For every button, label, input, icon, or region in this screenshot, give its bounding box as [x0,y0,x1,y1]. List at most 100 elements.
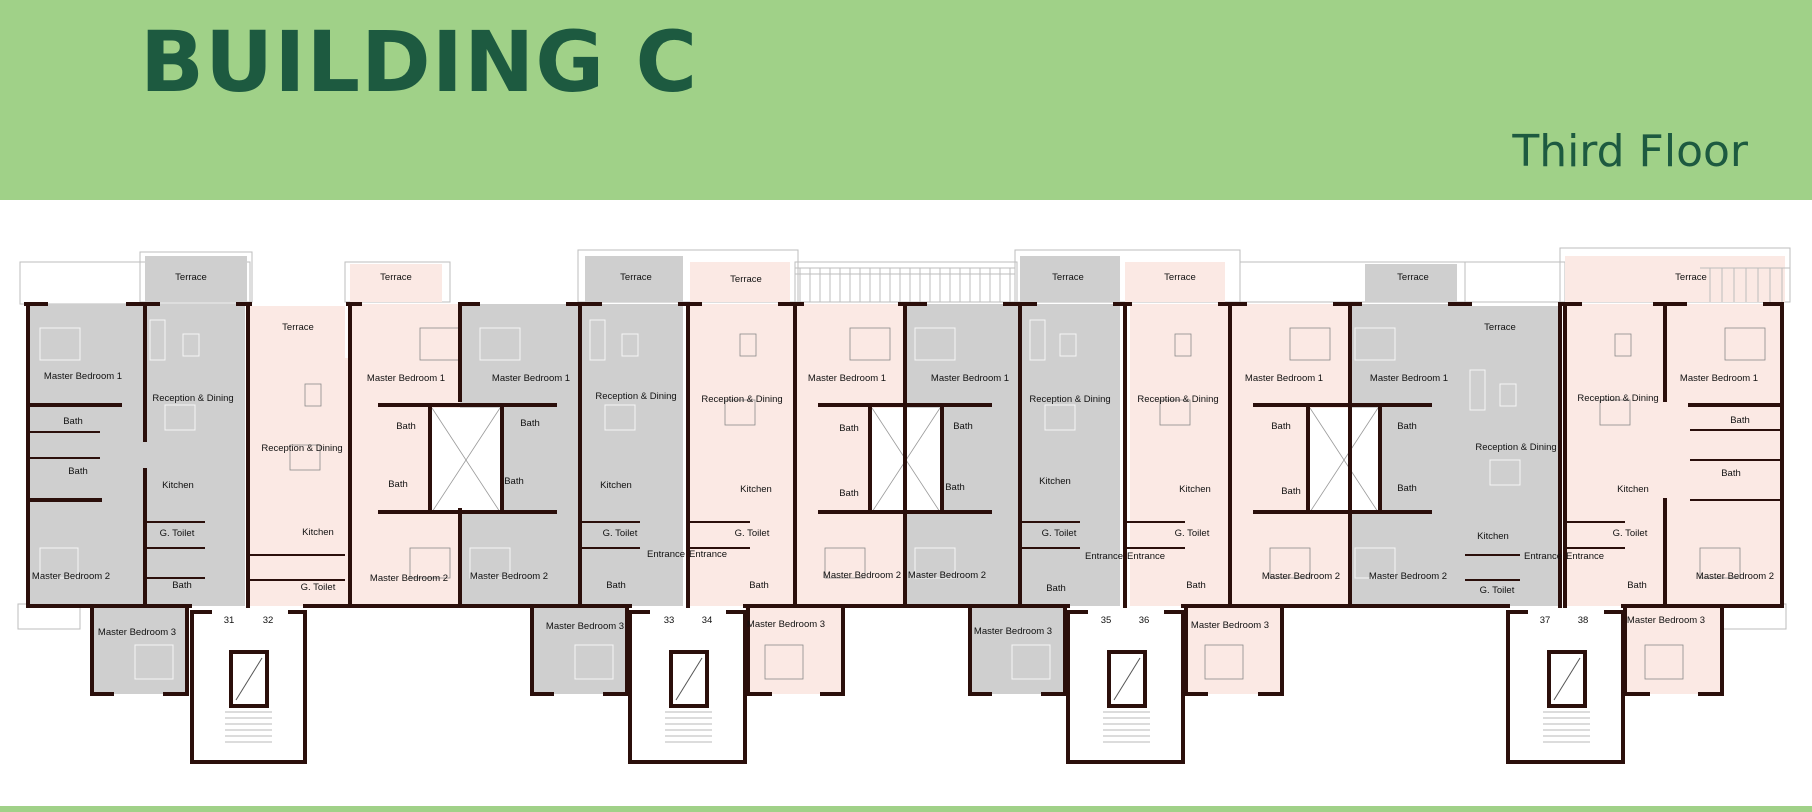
label-entrance: Entrance [1127,551,1165,562]
unit-35-living [1020,304,1120,606]
label-master-bedroom-1: Master Bedroom 1 [931,373,1009,384]
unit-number-36: 36 [1139,615,1150,626]
label-bath: Bath [953,421,973,432]
label-terrace: Terrace [380,272,412,283]
room-labels: Terrace Terrace Terrace Terrace Terrace … [32,272,1774,638]
label-terrace: Terrace [175,272,207,283]
stair-treads [225,711,1590,743]
unit-number-38: 38 [1578,615,1589,626]
label-terrace: Terrace [1164,272,1196,283]
label-master-bedroom-2: Master Bedroom 2 [32,571,110,582]
unit-31-bedrooms [28,304,145,606]
label-g-toilet: G. Toilet [1480,585,1515,596]
unit-32-living [250,358,350,606]
label-bath: Bath [388,479,408,490]
label-bath: Bath [68,466,88,477]
label-terrace: Terrace [1484,322,1516,333]
unit-37-living [1465,358,1560,606]
label-terrace: Terrace [1397,272,1429,283]
unit-36-living [1130,304,1230,606]
label-kitchen: Kitchen [162,480,194,491]
label-entrance: Entrance [1085,551,1123,562]
unit-number-34: 34 [702,615,713,626]
label-bath: Bath [396,421,416,432]
terrace-slab [145,256,247,302]
thin-partitions [28,429,1780,581]
label-master-bedroom-1: Master Bedroom 1 [44,371,122,382]
label-master-bedroom-2: Master Bedroom 2 [908,570,986,581]
unit-number-37: 37 [1540,615,1551,626]
unit-number-32: 32 [263,615,274,626]
label-entrance: Entrance [689,549,727,560]
label-kitchen: Kitchen [1617,484,1649,495]
label-bath: Bath [1730,415,1750,426]
label-master-bedroom-2: Master Bedroom 2 [823,570,901,581]
label-master-bedroom-1: Master Bedroom 1 [1245,373,1323,384]
label-master-bedroom-3: Master Bedroom 3 [1191,620,1269,631]
void-crosses [431,407,1379,513]
label-g-toilet: G. Toilet [735,528,770,539]
label-kitchen: Kitchen [600,480,632,491]
label-reception-dining: Reception & Dining [261,443,342,454]
stair-core-1 [190,612,305,762]
floor-plan: Terrace Terrace Terrace Terrace Terrace … [17,247,1791,764]
label-bath: Bath [749,580,769,591]
label-reception-dining: Reception & Dining [152,393,233,404]
label-bath: Bath [520,418,540,429]
label-master-bedroom-2: Master Bedroom 2 [1369,571,1447,582]
terrace-slab [1565,256,1785,302]
unit-33-living [580,304,683,606]
label-bath: Bath [1046,583,1066,594]
label-bath: Bath [1721,468,1741,479]
label-master-bedroom-1: Master Bedroom 1 [492,373,570,384]
label-reception-dining: Reception & Dining [1475,442,1556,453]
unit-number-33: 33 [664,615,675,626]
label-terrace: Terrace [620,272,652,283]
unit-number-31: 31 [224,615,235,626]
terrace-slab [250,306,345,358]
label-bath: Bath [63,416,83,427]
label-bath: Bath [606,580,626,591]
stair-core-3 [1068,612,1183,762]
label-bath: Bath [1186,580,1206,591]
label-master-bedroom-2: Master Bedroom 2 [1262,571,1340,582]
lift-shafts [229,650,1587,708]
label-entrance: Entrance [1524,551,1562,562]
label-entrance: Entrance [1566,551,1604,562]
label-terrace: Terrace [730,274,762,285]
label-bath: Bath [839,488,859,499]
label-g-toilet: G. Toilet [1175,528,1210,539]
label-reception-dining: Reception & Dining [701,394,782,405]
label-g-toilet: G. Toilet [1042,528,1077,539]
unit-numbers: 31 32 33 34 35 36 37 38 [224,615,1589,626]
walls [24,302,1784,764]
label-reception-dining: Reception & Dining [1029,394,1110,405]
label-master-bedroom-1: Master Bedroom 1 [808,373,886,384]
label-bath: Bath [1397,421,1417,432]
label-g-toilet: G. Toilet [160,528,195,539]
unit-31-living [145,304,245,606]
label-bath: Bath [1627,580,1647,591]
unit-fills [28,304,1780,762]
label-master-bedroom-2: Master Bedroom 2 [470,571,548,582]
label-bath: Bath [945,482,965,493]
label-terrace: Terrace [1052,272,1084,283]
terrace-slab [1125,262,1225,302]
label-master-bedroom-3: Master Bedroom 3 [974,626,1052,637]
label-entrance: Entrance [647,549,685,560]
header-banner: BUILDING C Third Floor [0,0,1812,200]
terraces [145,256,1785,358]
label-g-toilet: G. Toilet [1613,528,1648,539]
label-kitchen: Kitchen [1477,531,1509,542]
balcony-railings [795,267,1790,302]
label-reception-dining: Reception & Dining [1137,394,1218,405]
label-kitchen: Kitchen [1179,484,1211,495]
label-terrace: Terrace [1675,272,1707,283]
label-bath: Bath [172,580,192,591]
label-master-bedroom-3: Master Bedroom 3 [1627,615,1705,626]
label-kitchen: Kitchen [740,484,772,495]
footer-rule [0,806,1812,812]
label-master-bedroom-3: Master Bedroom 3 [747,619,825,630]
label-g-toilet: G. Toilet [603,528,638,539]
terrace-slab [690,262,790,302]
